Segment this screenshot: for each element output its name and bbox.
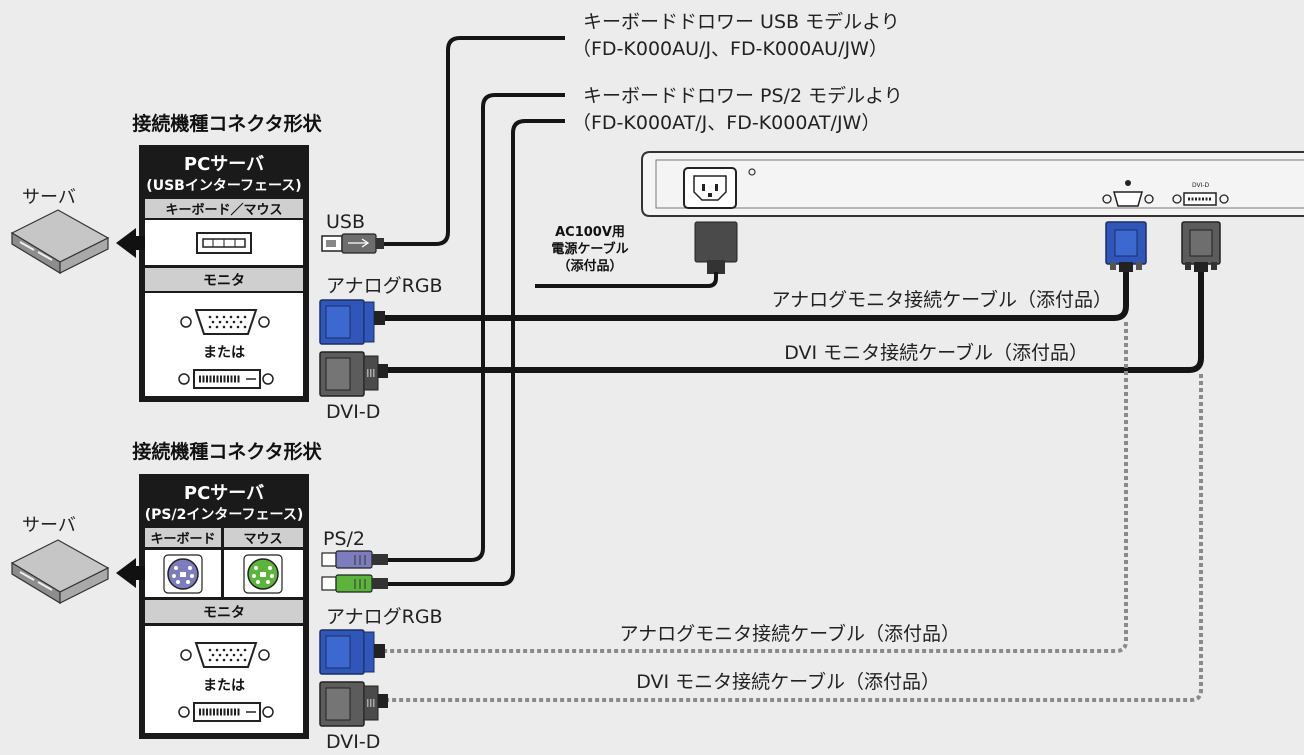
power-plug bbox=[535, 221, 738, 288]
device-dvi-label: DVI-D bbox=[1192, 182, 1210, 189]
ps2-connector-label: PS/2 bbox=[323, 528, 365, 550]
usb-panel-heading: 接続機種コネクタ形状 bbox=[132, 112, 322, 135]
dvi-cable-2 bbox=[388, 374, 1203, 702]
usb-panel-dvi-port-icon bbox=[178, 369, 274, 389]
dvi-cable-1-label: DVI モニタ接続ケーブル（添付品） bbox=[784, 341, 1088, 364]
ps2-panel-heading: 接続機種コネクタ形状 bbox=[132, 440, 322, 463]
dvi-d-2-label: DVI-D bbox=[326, 731, 380, 751]
power-label-line1: AC100V用 bbox=[555, 225, 625, 240]
usb-panel-title: PCサーバ bbox=[184, 154, 264, 175]
usb-plug bbox=[321, 233, 384, 254]
dvi-plug-2 bbox=[319, 681, 388, 727]
ps2-mouse-drawer-cable bbox=[388, 119, 565, 586]
analog-cable-1 bbox=[385, 272, 1129, 321]
ps2-mouse-port-icon bbox=[243, 554, 283, 594]
usb-server-label: サーバ bbox=[22, 187, 76, 208]
ps2-server-label: サーバ bbox=[22, 515, 76, 536]
usb-panel: PCサーバ (USBインターフェース) キーボード／マウス モニタ または bbox=[139, 145, 309, 402]
kvm-device: DVI-D bbox=[641, 151, 1304, 217]
usb-arrow-icon bbox=[116, 228, 145, 258]
usb-panel-monitor-label: モニタ bbox=[203, 273, 245, 289]
device-dvi-plug bbox=[1181, 221, 1221, 272]
ps2-model-label: キーボードドロワー PS/2 モデルより （FD-K000AT/J、FD-K00… bbox=[572, 85, 903, 134]
ps2-kb-drawer-cable bbox=[388, 93, 565, 562]
power-inlet-icon bbox=[683, 167, 737, 209]
usb-connector-label: USB bbox=[326, 211, 365, 233]
ps2-panel: PCサーバ (PS/2インターフェース) キーボード マウス モニタ bbox=[139, 474, 309, 739]
ps2-model-line1: キーボードドロワー PS/2 モデルより bbox=[583, 85, 903, 107]
usb-drawer-cable bbox=[383, 36, 565, 246]
ps2-panel-monitor-label: モニタ bbox=[203, 605, 245, 621]
ps2-panel-title: PCサーバ bbox=[184, 483, 264, 504]
analog-rgb-1-label: アナログRGB bbox=[326, 275, 443, 297]
device-vga-port-icon bbox=[1102, 180, 1154, 207]
usb-server-icon bbox=[10, 209, 110, 275]
usb-panel-vga-port-icon bbox=[180, 309, 270, 335]
analog-cable-1-label: アナログモニタ接続ケーブル（添付品） bbox=[772, 288, 1112, 311]
ps2-panel-subtitle: (PS/2インターフェース) bbox=[145, 507, 303, 523]
usb-panel-subtitle: (USBインターフェース) bbox=[146, 178, 301, 194]
ps2-panel-mouse-label: マウス bbox=[243, 532, 282, 547]
screw-icon bbox=[748, 168, 756, 176]
vga-plug-1 bbox=[319, 299, 385, 345]
device-dvi-port-icon: DVI-D bbox=[1172, 182, 1229, 206]
analog-cable-2-label: アナログモニタ接続ケーブル（添付品） bbox=[620, 622, 960, 645]
power-label-line3: （添付品） bbox=[557, 258, 622, 274]
ps2-panel-vga-port-icon bbox=[180, 642, 270, 668]
power-cable-label: AC100V用 電源ケーブル （添付品） bbox=[551, 225, 628, 274]
dvi-cable-2-label: DVI モニタ接続ケーブル（添付品） bbox=[636, 670, 940, 693]
dvi-plug-1 bbox=[319, 351, 388, 397]
usb-model-label: キーボードドロワー USB モデルより （FD-K000AU/J、FD-K000… bbox=[572, 11, 900, 60]
ps2-server-icon bbox=[10, 539, 110, 605]
device-vga-plug bbox=[1105, 221, 1147, 272]
power-label-line2: 電源ケーブル bbox=[551, 241, 628, 257]
usb-model-line1: キーボードドロワー USB モデルより bbox=[583, 11, 900, 33]
ps2-keyboard-plug bbox=[321, 550, 388, 569]
ps2-panel-keyboard-label: キーボード bbox=[150, 531, 215, 547]
ps2-keyboard-port-icon bbox=[163, 554, 203, 594]
vga-plug-2 bbox=[319, 629, 385, 675]
ps2-panel-dvi-port-icon bbox=[178, 702, 274, 722]
ps2-model-line2: （FD-K000AT/J、FD-K000AT/JW） bbox=[572, 112, 880, 134]
ps2-arrow-icon bbox=[116, 558, 145, 588]
usb-model-line2: （FD-K000AU/J、FD-K000AU/JW） bbox=[572, 38, 888, 60]
usb-panel-kb-mouse-label: キーボード／マウス bbox=[165, 202, 282, 218]
ps2-mouse-plug bbox=[321, 574, 388, 593]
analog-rgb-2-label: アナログRGB bbox=[326, 606, 443, 628]
usb-port-icon bbox=[196, 232, 252, 254]
dvi-d-1-label: DVI-D bbox=[326, 401, 380, 423]
ps2-panel-or-label: または bbox=[203, 678, 245, 694]
dvi-cable-1 bbox=[388, 272, 1204, 373]
usb-panel-or-label: または bbox=[203, 345, 245, 361]
